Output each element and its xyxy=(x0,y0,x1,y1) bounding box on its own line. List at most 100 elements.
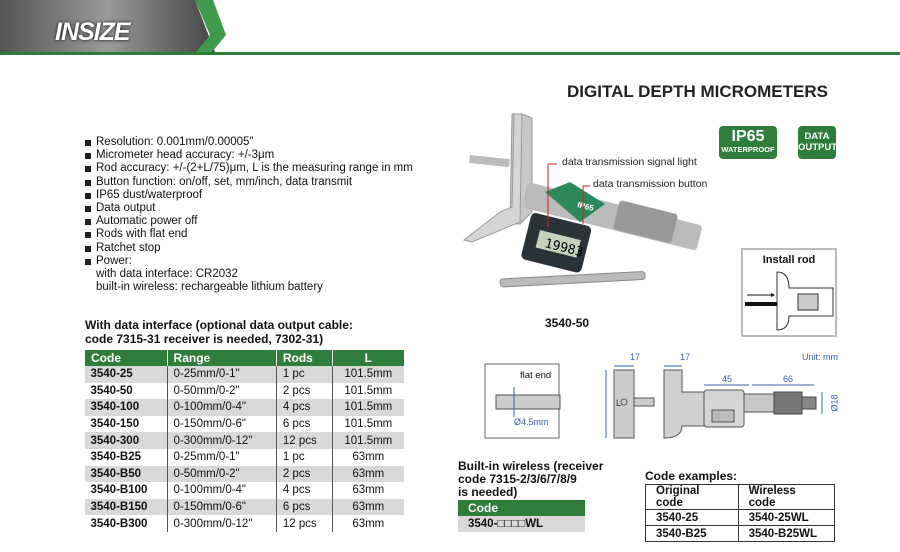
table-cell: 63mm xyxy=(331,515,404,532)
table-cell: 63mm xyxy=(331,482,404,499)
table-cell: 1 pc xyxy=(275,366,333,383)
wireless-line: Built-in wireless (receiver xyxy=(458,459,604,473)
feature-list: Resolution: 0.001mm/0.00005" Micrometer … xyxy=(85,136,413,294)
data-output-badge: DATA OUTPUT xyxy=(798,126,838,159)
table-cell: 3540-300 xyxy=(84,432,168,449)
data-text: DATA xyxy=(804,131,830,142)
table-cell: 3540-B300 xyxy=(90,517,148,530)
cell: 3540-25WL xyxy=(737,509,836,526)
table-cell: 2 pcs xyxy=(275,382,333,400)
cell: 3540-25 xyxy=(645,509,739,526)
micrometer-photo: 19983 IP65 xyxy=(462,113,702,288)
dim-17-b: 17 xyxy=(680,352,691,362)
table-cell: 0-100mm/0-4" xyxy=(166,482,277,499)
table-cell: 3540-50 xyxy=(90,384,133,397)
feature-subitem: built-in wireless: rechargeable lithium … xyxy=(96,281,323,294)
col-header: Rods xyxy=(275,350,333,366)
table-cell: 63mm xyxy=(331,465,404,483)
table-cell: 0-25mm/0-1" xyxy=(166,448,277,466)
brand-logo: INSIZE xyxy=(55,18,131,46)
install-rod-diagram: Install rod xyxy=(741,248,837,337)
feature-item: Button function: on/off, set, mm/inch, d… xyxy=(85,176,413,189)
table-cell: 0-150mm/0-6" xyxy=(166,498,277,516)
feature-item: Micrometer head accuracy: +/-3μm xyxy=(85,149,413,162)
callout-signal-light: data transmission signal light xyxy=(562,156,697,168)
feature-item: IP65 dust/waterproof xyxy=(85,189,413,202)
table-cell: 1 pc xyxy=(275,448,333,466)
col-header: Code xyxy=(458,500,585,516)
model-label: 3540-50 xyxy=(545,316,590,330)
table-cell: 101.5mm xyxy=(331,382,404,400)
ip65-text: IP65 xyxy=(731,128,765,145)
dim-L: L xyxy=(616,398,622,408)
dim-17-a: 17 xyxy=(630,352,641,362)
callout-transmission-button: data transmission button xyxy=(593,178,708,190)
col-header: L xyxy=(331,350,404,366)
table-cell: 6 pcs xyxy=(275,415,333,433)
table-intro: With data interface (optional data outpu… xyxy=(85,318,353,346)
table-cell: 6 pcs xyxy=(275,498,333,516)
table-cell: 3540-B50 xyxy=(84,465,168,483)
wireless-line: is needed) xyxy=(458,485,518,499)
page-title: DIGITAL DEPTH MICROMETERS xyxy=(567,82,828,101)
feature-item: Rod accuracy: +/-(2+L/75)μm, L is the me… xyxy=(85,162,413,175)
table-cell: 12 pcs xyxy=(275,432,333,449)
table-cell: 3540-100 xyxy=(84,399,168,416)
intro-line: With data interface (optional data outpu… xyxy=(85,318,353,332)
table-cell: 4 pcs xyxy=(275,399,333,416)
table-cell: 101.5mm xyxy=(331,432,404,449)
feature-item: Resolution: 0.001mm/0.00005" xyxy=(85,136,413,149)
table-cell: 3540-B150 xyxy=(84,498,168,516)
cell: 3540-B25WL xyxy=(737,525,836,542)
wireless-line: code 7315-2/3/6/7/8/9 xyxy=(458,472,577,486)
table-cell: 63mm xyxy=(331,448,404,466)
table-cell: 2 pcs xyxy=(275,465,333,483)
table-cell: 63mm xyxy=(331,498,404,516)
feature-item: Automatic power off xyxy=(85,215,413,228)
code-examples-title: Code examples: xyxy=(645,469,738,483)
table-cell: 12 pcs xyxy=(275,515,333,532)
install-rod-title: Install rod xyxy=(762,254,816,266)
table-cell: 4 pcs xyxy=(275,482,333,499)
table-cell: 0-300mm/0-12" xyxy=(166,432,277,449)
table-cell: 0-300mm/0-12" xyxy=(166,515,277,532)
feature-subitem: with data interface: CR2032 xyxy=(96,268,238,281)
dimension-drawing xyxy=(484,363,823,439)
table-cell: 0-150mm/0-6" xyxy=(166,415,277,433)
rod-diameter-label: Ø4.5mm xyxy=(514,417,549,427)
table-cell: 101.5mm xyxy=(331,415,404,433)
col-header: Code xyxy=(84,350,168,366)
feature-item: Power: xyxy=(85,255,413,268)
table-cell: 101.5mm xyxy=(331,399,404,416)
header-banner xyxy=(0,0,900,55)
install-rod-drawing xyxy=(745,271,834,331)
table-cell: 3540-150 xyxy=(90,418,140,431)
col-header: Range xyxy=(166,350,277,366)
col-header: Wireless code xyxy=(737,484,836,510)
output-text: OUTPUT xyxy=(798,142,838,153)
dim-45: 45 xyxy=(722,374,733,384)
table-cell: 3540-B100 xyxy=(90,484,148,497)
table-cell: 101.5mm xyxy=(331,366,404,383)
feature-item: Rods with flat end xyxy=(85,228,413,241)
table-cell: 0-50mm/0-2" xyxy=(166,382,277,400)
feature-item: Data output xyxy=(85,202,413,215)
waterproof-text: WATERPROOF xyxy=(721,145,775,154)
unit-label: Unit: mm xyxy=(802,352,838,362)
table-cell: 3540-B25 xyxy=(90,451,142,464)
wireless-code-table: Code 3540-□□□□WL xyxy=(458,500,585,532)
device-ip65-label: IP65 xyxy=(577,200,596,213)
wireless-code-cell: 3540-□□□□WL xyxy=(458,516,585,532)
table-cell: 0-100mm/0-4" xyxy=(166,399,277,416)
table-cell: 0-25mm/0-1" xyxy=(166,366,277,383)
